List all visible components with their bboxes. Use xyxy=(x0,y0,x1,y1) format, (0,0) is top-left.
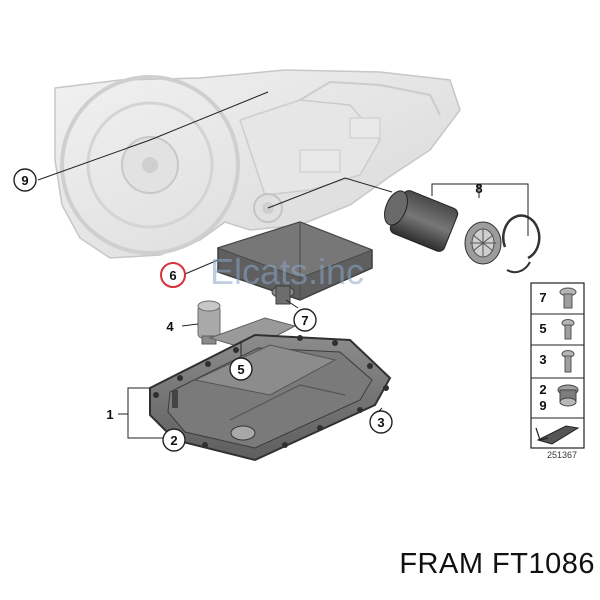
leader-lines xyxy=(37,91,529,439)
parts-legend: 7 5 3 2 9 xyxy=(530,282,585,449)
legend-row-2-9[interactable]: 2 9 xyxy=(539,382,579,413)
callout-1[interactable]: 1 xyxy=(106,407,113,422)
svg-text:3: 3 xyxy=(377,415,384,430)
svg-text:2: 2 xyxy=(539,382,546,397)
svg-text:8: 8 xyxy=(475,181,482,196)
svg-text:7: 7 xyxy=(301,313,308,328)
callout-2[interactable]: 2 xyxy=(162,428,186,452)
legend-row-7[interactable]: 7 xyxy=(539,287,577,309)
legend-row-3[interactable]: 3 xyxy=(539,350,575,373)
direction-arrow-icon xyxy=(535,425,580,445)
callout-7[interactable]: 7 xyxy=(293,308,317,332)
svg-text:4: 4 xyxy=(166,319,174,334)
diagram-id: 251367 xyxy=(547,450,577,460)
filter-cartridge xyxy=(384,190,541,274)
svg-text:1: 1 xyxy=(106,407,113,422)
bolt-icon xyxy=(561,350,575,373)
callout-4[interactable]: 4 xyxy=(166,319,174,334)
svg-text:2: 2 xyxy=(170,433,177,448)
filter-plate xyxy=(216,221,374,305)
transmission-housing xyxy=(54,69,461,259)
svg-text:9: 9 xyxy=(21,173,28,188)
svg-text:9: 9 xyxy=(539,398,546,413)
svg-text:6: 6 xyxy=(169,268,176,283)
bolt-icon xyxy=(561,319,575,340)
svg-text:3: 3 xyxy=(539,352,546,367)
svg-text:5: 5 xyxy=(539,321,546,336)
product-caption: FRAM FT1086 xyxy=(399,548,595,580)
watermark-text: Elcats.inc xyxy=(210,251,364,292)
drain-plug-icon xyxy=(557,384,579,407)
callout-6-highlighted[interactable]: 6 xyxy=(160,262,186,288)
legend-row-5[interactable]: 5 xyxy=(539,319,575,340)
callout-5[interactable]: 5 xyxy=(229,357,253,381)
bolt-icon xyxy=(559,287,577,309)
callout-8[interactable]: 8 xyxy=(475,181,482,196)
oil-pan xyxy=(149,333,392,462)
callout-3[interactable]: 3 xyxy=(369,410,393,434)
svg-text:5: 5 xyxy=(237,362,244,377)
svg-text:7: 7 xyxy=(539,290,546,305)
callout-9[interactable]: 9 xyxy=(13,168,37,192)
